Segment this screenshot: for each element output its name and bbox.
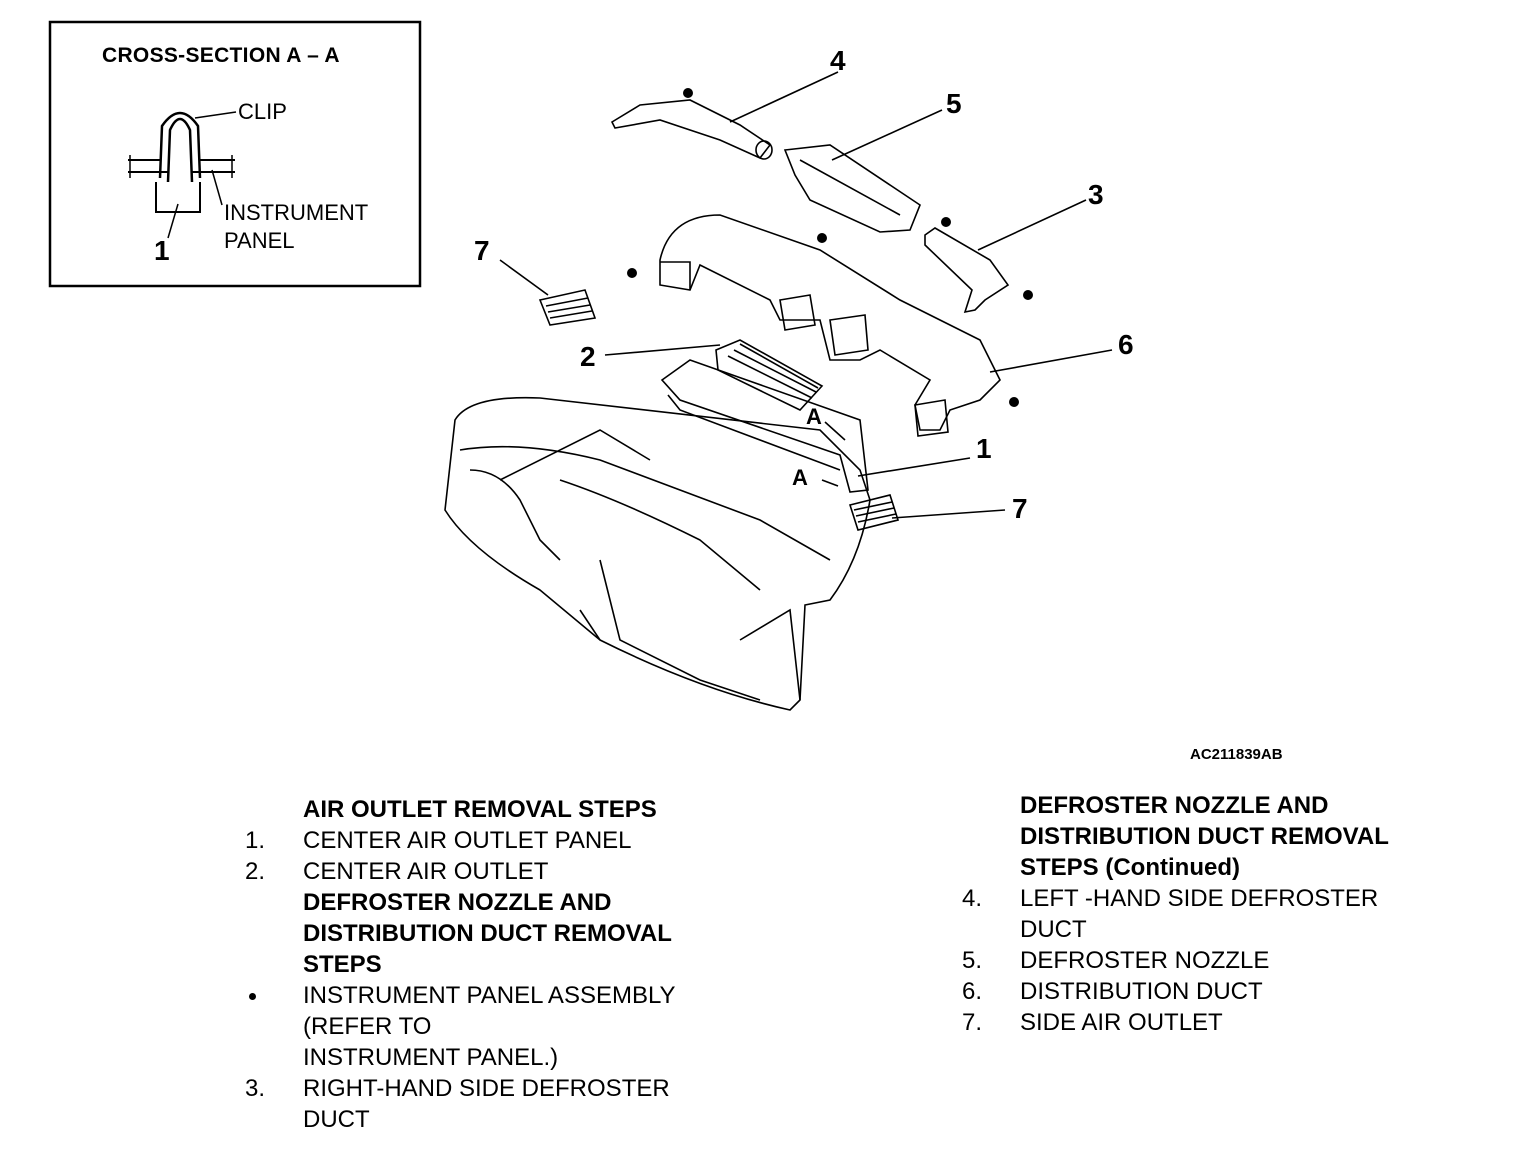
bullet-text-line1: INSTRUMENT PANEL ASSEMBLY (303, 982, 676, 1009)
step-4: 4. LEFT -HAND SIDE DEFROSTER (962, 883, 1482, 914)
leader-lines (499, 71, 1113, 519)
bullet-text-line2: (REFER TO (303, 1013, 432, 1040)
right-heading-line1: DEFROSTER NOZZLE AND (1020, 792, 1329, 819)
right-heading-line2: DISTRIBUTION DUCT REMOVAL (1020, 823, 1389, 850)
step-7-number: 7. (962, 1009, 983, 1036)
step-2: 2. CENTER AIR OUTLET (245, 856, 745, 887)
step-4-text-line1: LEFT -HAND SIDE DEFROSTER (1020, 885, 1379, 912)
step-3-number: 3. (245, 1075, 266, 1102)
defroster-removal-steps-continued: DEFROSTER NOZZLE AND DISTRIBUTION DUCT R… (962, 790, 1482, 1038)
step-3: 3. RIGHT-HAND SIDE DEFROSTER (245, 1073, 745, 1104)
inset-callout-1: 1 (154, 235, 170, 266)
bullet-step: INSTRUMENT PANEL ASSEMBLY (245, 980, 745, 1011)
sub-heading-line2: DISTRIBUTION DUCT REMOVAL (303, 920, 672, 947)
section-marker-a-upper: A (806, 404, 822, 429)
step-6: 6. DISTRIBUTION DUCT (962, 976, 1482, 1007)
figure-id: AC211839AB (1190, 746, 1283, 763)
bullet-icon (249, 993, 256, 1001)
sub-heading-line3: STEPS (303, 951, 382, 978)
clip-drawing (128, 111, 237, 239)
step-1-text: CENTER AIR OUTLET PANEL (303, 827, 632, 854)
section-marker-a-lower: A (792, 465, 808, 490)
bullet-text-line3: INSTRUMENT PANEL.) (303, 1044, 559, 1071)
air-outlet-removal-steps: AIR OUTLET REMOVAL STEPS 1. CENTER AIR OU… (245, 794, 745, 1135)
step-4-number: 4. (962, 885, 983, 912)
callout-7-right: 7 (1012, 493, 1028, 524)
panel-label-line1: INSTRUMENT (224, 200, 368, 225)
center-air-outlet (715, 339, 824, 411)
callout-5: 5 (946, 88, 962, 119)
left-defroster-duct (610, 99, 773, 160)
step-2-number: 2. (245, 858, 266, 885)
callout-6: 6 (1118, 329, 1134, 360)
callout-4: 4 (830, 45, 846, 76)
center-air-outlet-panel (660, 359, 869, 493)
screw-fasteners (627, 88, 1033, 407)
inset-border (48, 20, 422, 288)
inset-title: CROSS-SECTION A – A (102, 44, 340, 67)
instrument-panel-drawing (444, 396, 871, 711)
step-5-number: 5. (962, 947, 983, 974)
cross-section-inset: CROSS-SECTION A – A CLIP INSTRUMENT PANE… (48, 20, 422, 288)
clip-label: CLIP (238, 99, 287, 124)
callout-7-left: 7 (474, 235, 490, 266)
diagram-canvas: CROSS-SECTION A – A CLIP INSTRUMENT PANE… (48, 20, 1134, 711)
side-air-outlet-left (538, 289, 597, 326)
step-7: 7. SIDE AIR OUTLET (962, 1007, 1482, 1038)
left-heading: AIR OUTLET REMOVAL STEPS (303, 796, 657, 823)
step-3-text-line1: RIGHT-HAND SIDE DEFROSTER (303, 1075, 670, 1102)
step-6-number: 6. (962, 978, 983, 1005)
callout-3: 3 (1088, 179, 1104, 210)
step-6-text: DISTRIBUTION DUCT (1020, 978, 1263, 1005)
right-heading-line3: STEPS (Continued) (1020, 854, 1240, 881)
callout-2: 2 (580, 341, 596, 372)
step-5: 5. DEFROSTER NOZZLE (962, 945, 1482, 976)
step-3-text-line2: DUCT (303, 1106, 370, 1133)
distribution-duct (659, 214, 1001, 437)
sub-heading-line1: DEFROSTER NOZZLE AND (303, 889, 612, 916)
step-5-text: DEFROSTER NOZZLE (1020, 947, 1270, 974)
side-air-outlet-right (848, 494, 900, 531)
step-2-text: CENTER AIR OUTLET (303, 858, 549, 885)
step-7-text: SIDE AIR OUTLET (1020, 1009, 1223, 1036)
right-defroster-duct (924, 227, 1010, 314)
panel-label-line2: PANEL (224, 228, 295, 253)
callout-1: 1 (976, 433, 992, 464)
defroster-nozzle (783, 144, 921, 233)
step-1-number: 1. (245, 827, 266, 854)
step-4-text-line2: DUCT (1020, 916, 1087, 943)
step-1: 1. CENTER AIR OUTLET PANEL (245, 825, 745, 856)
